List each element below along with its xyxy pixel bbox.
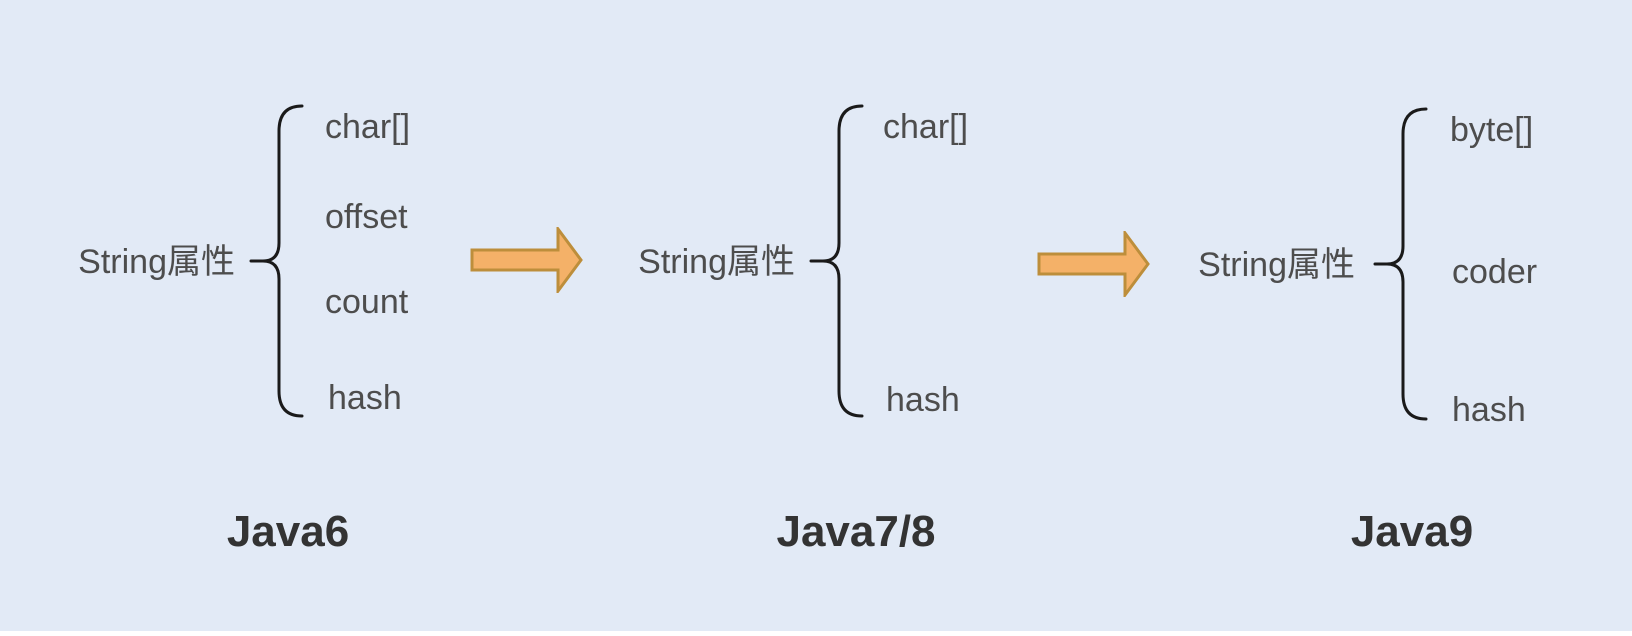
- right-arrow-icon: [470, 227, 583, 293]
- curly-brace-icon: [1373, 107, 1428, 421]
- field-item: byte[]: [1450, 111, 1534, 149]
- field-item: hash: [328, 379, 402, 417]
- field-item: char[]: [883, 108, 969, 146]
- string-attributes-label: String属性: [78, 243, 235, 281]
- field-item: hash: [1452, 391, 1526, 429]
- field-item: count: [325, 283, 409, 321]
- field-item: coder: [1452, 253, 1538, 291]
- right-arrow-icon: [1037, 231, 1150, 297]
- version-caption-java6: Java6: [226, 507, 350, 556]
- version-caption-java7-8: Java7/8: [776, 507, 936, 556]
- field-item: offset: [325, 198, 408, 236]
- field-item: hash: [886, 381, 960, 419]
- string-attributes-label: String属性: [1198, 246, 1355, 284]
- curly-brace-icon: [249, 104, 304, 418]
- bottom-white-strip: [0, 631, 1632, 636]
- version-caption-java9: Java9: [1350, 507, 1474, 556]
- string-attributes-label: String属性: [638, 243, 795, 281]
- field-item: char[]: [325, 108, 411, 146]
- curly-brace-icon: [809, 104, 864, 418]
